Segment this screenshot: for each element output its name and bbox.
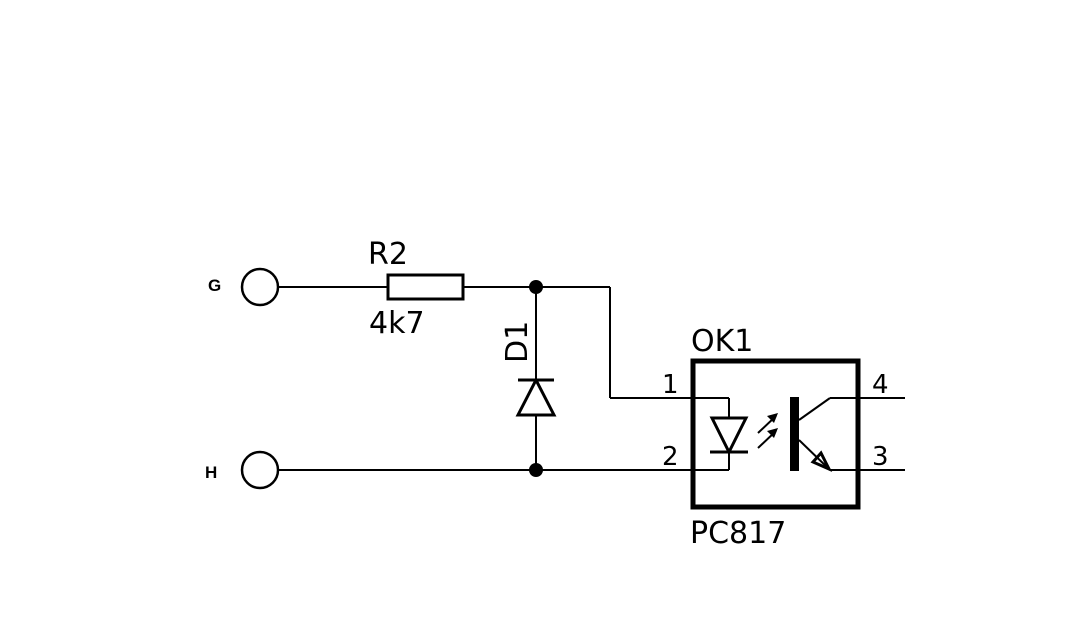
led-triangle xyxy=(709,416,749,456)
pin-3-label: 3 xyxy=(872,442,889,472)
pin-4-label: 4 xyxy=(872,370,889,400)
transistor-emitter xyxy=(798,439,831,471)
transistor-base-bar xyxy=(790,397,799,471)
resistor-body xyxy=(386,273,465,301)
light-arrows-icon xyxy=(757,413,778,449)
optocoupler-ref: OK1 xyxy=(691,324,753,359)
terminal-g xyxy=(240,267,280,307)
transistor-collector xyxy=(798,397,831,421)
optocoupler-part: PC817 xyxy=(690,516,786,551)
net-label-g: G xyxy=(208,276,221,295)
terminal-h xyxy=(240,450,280,490)
emitter-arrow-icon xyxy=(810,450,833,473)
resistor-value: 4k7 xyxy=(369,306,425,341)
junction-bottom xyxy=(529,463,543,477)
junction-top xyxy=(529,280,543,294)
optocoupler-body xyxy=(690,358,861,510)
resistor-ref: R2 xyxy=(368,237,408,272)
diode-ref: D1 xyxy=(500,321,535,363)
net-label-h: H xyxy=(205,463,217,482)
diode-triangle xyxy=(515,376,557,417)
pin-1-label: 1 xyxy=(662,370,679,400)
pin-2-label: 2 xyxy=(662,442,679,472)
